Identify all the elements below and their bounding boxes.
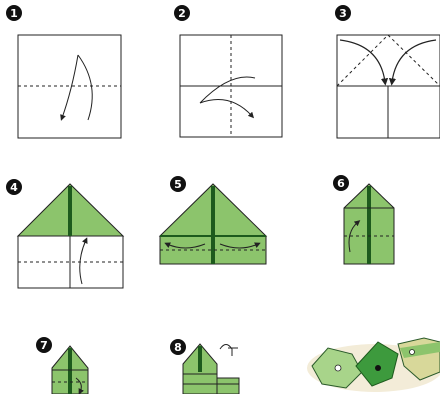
boat-detail — [334, 364, 342, 372]
paper-square — [17, 34, 122, 139]
svg-text:5: 5 — [174, 178, 182, 191]
fold-arrow — [199, 76, 255, 116]
step-badge: 1 — [6, 5, 22, 21]
svg-text:1: 1 — [10, 7, 18, 20]
fold-arrow — [75, 377, 85, 394]
fold-arrow — [79, 237, 88, 285]
step-6: 6 — [333, 175, 395, 265]
center-shadow — [198, 346, 202, 372]
pocket-side — [216, 377, 240, 394]
fold-arrow-right — [388, 39, 437, 86]
step-8: 8 — [170, 339, 240, 394]
svg-text:7: 7 — [40, 339, 48, 352]
svg-text:3: 3 — [339, 7, 347, 20]
svg-text:2: 2 — [178, 7, 186, 20]
step-5: 5 — [158, 176, 268, 265]
svg-text:4: 4 — [10, 181, 18, 194]
step-3: 3 — [335, 5, 440, 139]
step-badge: 4 — [6, 179, 22, 195]
boat-middle — [355, 341, 399, 387]
step-4: 4 — [6, 179, 125, 289]
fold-arrow-right — [219, 242, 261, 249]
fold-arrow-left — [339, 39, 389, 86]
step-1: 1 — [6, 5, 122, 139]
triangle-shadow — [211, 186, 215, 264]
step-badge: 2 — [174, 5, 190, 21]
svg-text:8: 8 — [174, 341, 182, 354]
step-badge: 3 — [335, 5, 351, 21]
boat-detail — [409, 349, 415, 355]
fold-line-left — [336, 34, 389, 87]
finished-boats — [307, 337, 440, 392]
step-2: 2 — [174, 5, 283, 138]
turn-over-icon — [219, 344, 233, 356]
svg-text:6: 6 — [337, 177, 345, 190]
step-badge: 5 — [170, 176, 186, 192]
boat-detail — [375, 365, 381, 371]
center-shadow — [68, 348, 72, 394]
step-badge: 7 — [36, 337, 52, 353]
triangle-shadow — [68, 186, 72, 236]
fold-arrow — [62, 54, 93, 120]
center-shadow — [367, 186, 371, 264]
fold-arrow-left — [164, 242, 206, 249]
step-7: 7 — [36, 337, 89, 394]
step-badge: 8 — [170, 339, 186, 355]
fold-arrow — [348, 220, 361, 253]
fold-line-right — [387, 34, 440, 87]
step-badge: 6 — [333, 175, 349, 191]
